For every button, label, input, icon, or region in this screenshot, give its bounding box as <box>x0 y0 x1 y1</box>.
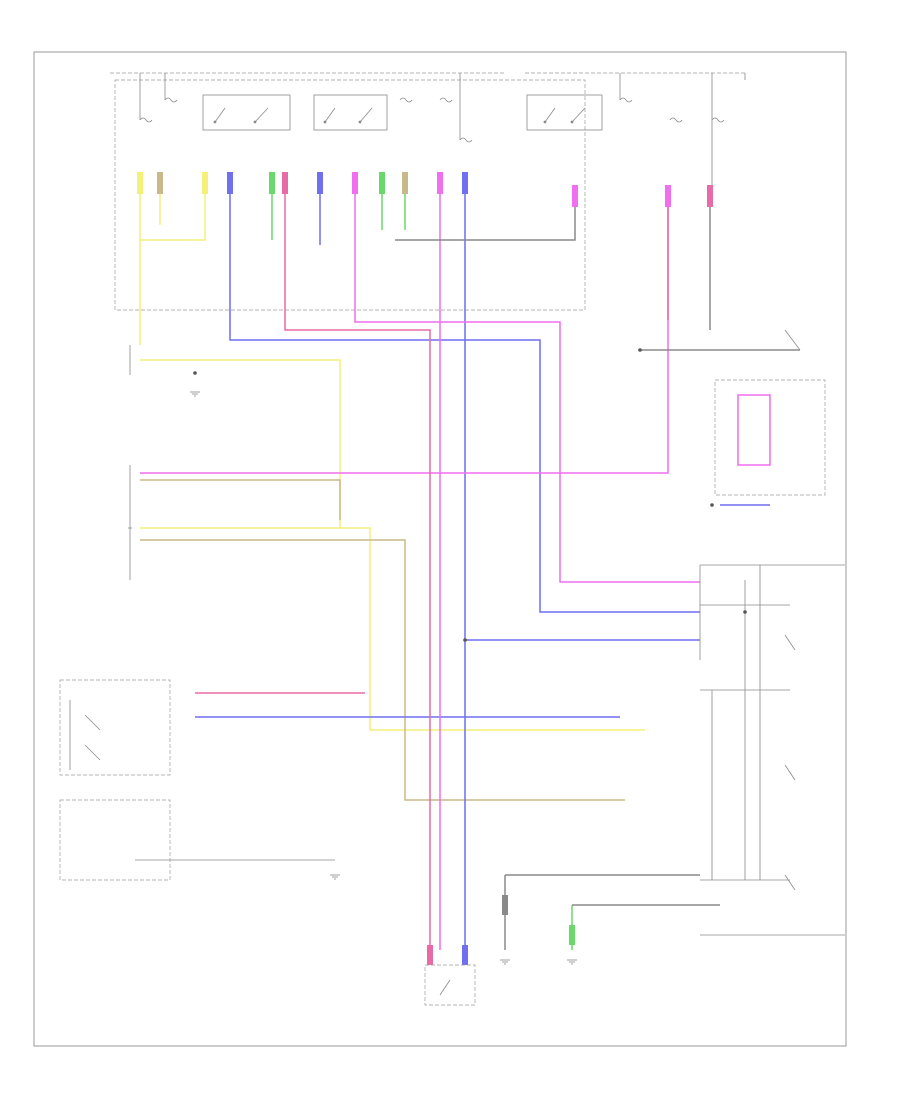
wire-magenta <box>140 175 771 950</box>
wire-green <box>271 175 573 950</box>
wire-olive <box>140 479 625 801</box>
wire-blue <box>195 175 770 950</box>
wire-pink <box>195 175 669 950</box>
multifunction-switch <box>59 799 335 881</box>
relay-2 <box>313 94 388 131</box>
wire-gray <box>395 185 800 950</box>
washer-pump <box>424 964 476 1006</box>
wiper-motor <box>699 564 845 936</box>
body-control-module <box>128 345 132 580</box>
fuse-symbols <box>139 97 725 143</box>
wiper-control-module <box>59 679 171 776</box>
power-distribution-box <box>114 79 586 311</box>
ground-symbols <box>190 391 577 965</box>
relay-3 <box>526 94 603 131</box>
splice-dots <box>193 348 747 642</box>
top-feeds <box>139 73 746 185</box>
connector-pins <box>137 172 713 965</box>
relay-1 <box>202 94 291 131</box>
wire-yellow <box>139 175 645 731</box>
right-switch <box>714 329 826 496</box>
diagram-frame <box>33 51 847 1047</box>
